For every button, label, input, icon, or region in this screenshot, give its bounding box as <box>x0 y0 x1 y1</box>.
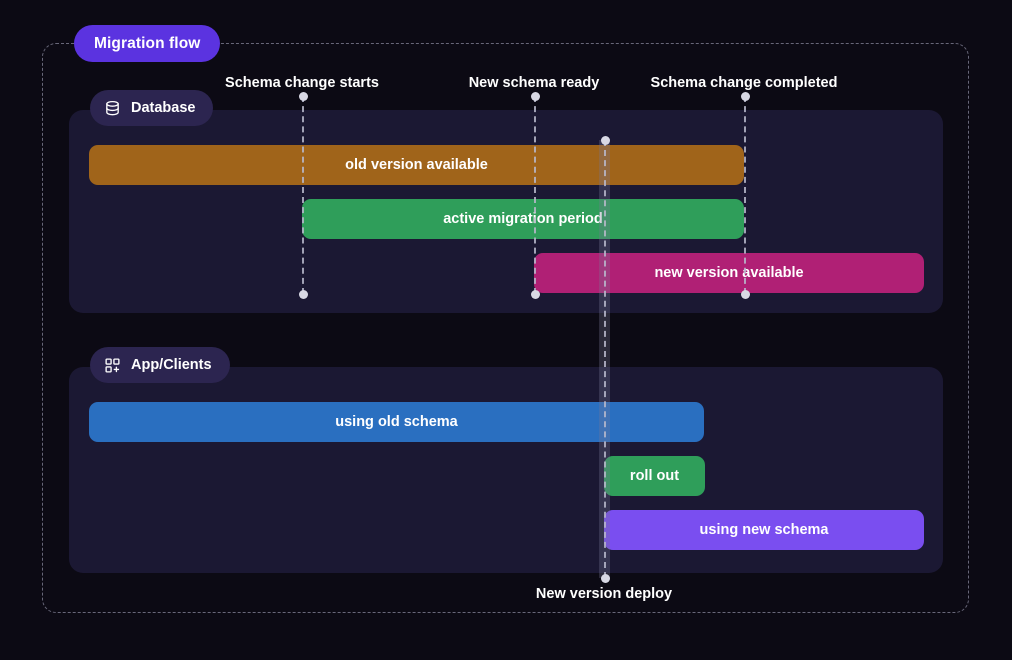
marker-label-schema-change-starts: Schema change starts <box>225 75 379 91</box>
bar-label: active migration period <box>443 211 603 227</box>
diagram-title-pill: Migration flow <box>74 25 221 62</box>
marker-dot-top <box>298 91 308 101</box>
marker-line <box>604 140 606 578</box>
bar-new-version-available: new version available <box>534 253 924 293</box>
marker-line <box>534 96 536 294</box>
bar-label: using new schema <box>699 522 829 538</box>
section-label-text-app-clients: App/Clients <box>131 357 212 373</box>
bar-active-migration-period: active migration period <box>302 199 744 239</box>
marker-dot-bot <box>530 289 540 299</box>
section-label-text-database: Database <box>131 100 196 116</box>
diagram-boundary <box>42 43 969 613</box>
section-label-database: Database <box>90 90 214 126</box>
marker-dot-top <box>600 135 610 145</box>
marker-label-new-version-deploy: New version deploy <box>535 586 673 602</box>
marker-dot-top <box>740 91 750 101</box>
marker-line <box>302 96 304 294</box>
bar-label: using old schema <box>335 414 458 430</box>
marker-label-new-schema-ready: New schema ready <box>468 75 600 91</box>
marker-label-schema-change-completed: Schema change completed <box>650 75 838 91</box>
section-label-app-clients: App/Clients <box>90 347 230 383</box>
bar-label: old version available <box>345 157 488 173</box>
bar-label: roll out <box>629 468 680 484</box>
bar-using-new-schema: using new schema <box>604 510 924 550</box>
bar-label: new version available <box>654 265 804 281</box>
bar-roll-out: roll out <box>604 456 705 496</box>
marker-dot-bot <box>740 289 750 299</box>
database-icon <box>104 100 121 117</box>
marker-dot-bot <box>298 289 308 299</box>
bar-using-old-schema: using old schema <box>89 402 704 442</box>
page-title: Migration flow <box>94 34 201 52</box>
grid-plus-icon <box>104 357 121 374</box>
marker-dot-top <box>530 91 540 101</box>
marker-line <box>744 96 746 294</box>
marker-dot-bot <box>600 573 610 583</box>
bar-old-version-available: old version available <box>89 145 744 185</box>
